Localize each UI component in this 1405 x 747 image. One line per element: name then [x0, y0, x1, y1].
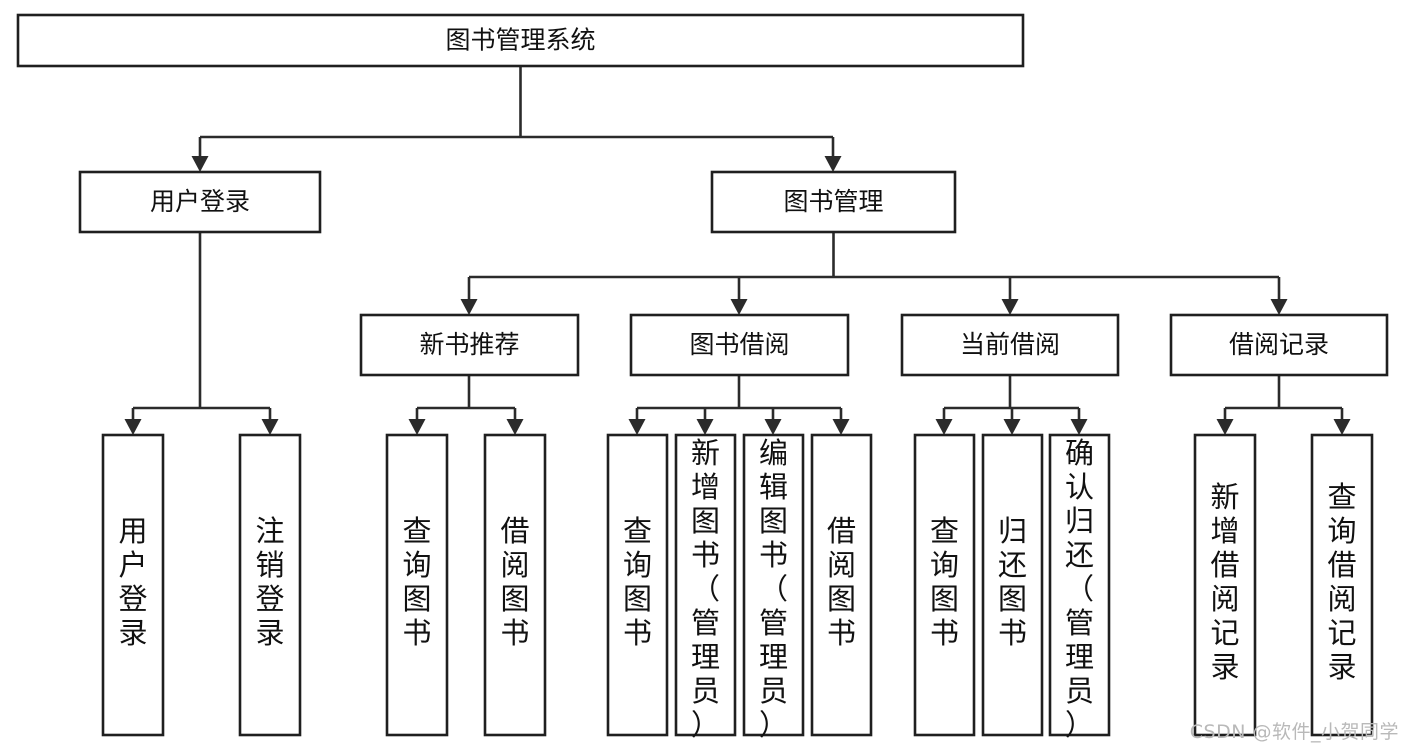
- node-leaf-11[interactable]: 确认归还（管理员）: [1048, 433, 1111, 742]
- node-level3-2[interactable]: 图书借阅: [629, 313, 850, 377]
- node-label-vertical: 借阅图书: [827, 514, 856, 650]
- node-label-vertical: 用户登录: [118, 514, 147, 650]
- node-rect: [16, 13, 1025, 68]
- node-label-vertical: 查询图书: [402, 514, 431, 650]
- node-label: 新书推荐: [419, 330, 519, 359]
- node-level2-2[interactable]: 图书管理: [710, 170, 957, 234]
- node-rect: [1048, 433, 1111, 737]
- node-label: 借阅记录: [1229, 330, 1329, 359]
- arrow-head-icon: [124, 419, 142, 435]
- node-rect: [674, 433, 737, 737]
- arrow-head-icon: [1216, 419, 1234, 435]
- arrow-head-icon: [696, 419, 714, 435]
- node-rect: [385, 433, 449, 737]
- arrow-head-icon: [1333, 419, 1351, 435]
- node-root-system[interactable]: 图书管理系统: [16, 13, 1025, 68]
- node-leaf-8[interactable]: 借阅图书: [810, 433, 873, 737]
- node-leaf-5[interactable]: 查询图书: [606, 433, 669, 737]
- arrow-head-icon: [628, 419, 646, 435]
- node-rect: [981, 433, 1044, 737]
- node-rect: [629, 313, 850, 377]
- node-leaf-9[interactable]: 查询图书: [913, 433, 976, 737]
- node-label: 图书管理: [783, 187, 883, 216]
- node-rect: [483, 433, 547, 737]
- node-rect: [238, 433, 302, 737]
- node-label: 图书借阅: [689, 330, 789, 359]
- node-level3-4[interactable]: 借阅记录: [1169, 313, 1389, 377]
- arrow-head-icon: [1270, 299, 1288, 315]
- boxes-layer: 图书管理系统用户登录图书管理新书推荐图书借阅当前借阅借阅记录用户登录注销登录查询…: [16, 13, 1389, 742]
- arrow-head-icon: [506, 419, 524, 435]
- arrow-head-icon: [1003, 419, 1021, 435]
- node-label: 图书管理系统: [445, 26, 595, 55]
- node-label-vertical: 注销登录: [255, 514, 284, 650]
- node-label-vertical: 查询图书: [623, 514, 652, 650]
- arrow-head-icon: [935, 419, 953, 435]
- node-leaf-4[interactable]: 借阅图书: [483, 433, 547, 737]
- node-leaf-3[interactable]: 查询图书: [385, 433, 449, 737]
- arrow-head-icon: [460, 299, 478, 315]
- arrow-head-icon: [764, 419, 782, 435]
- node-label-vertical: 确认归还（管理员）: [1065, 436, 1094, 742]
- node-label-vertical: 借阅图书: [500, 514, 529, 650]
- watermark-text: CSDN @软件_小贺同学: [1189, 721, 1399, 743]
- node-leaf-13[interactable]: 查询借阅记录: [1310, 433, 1374, 737]
- node-rect: [710, 170, 957, 234]
- node-rect: [359, 313, 580, 377]
- arrow-head-icon: [1001, 299, 1019, 315]
- node-leaf-2[interactable]: 注销登录: [238, 433, 302, 737]
- node-label-vertical: 查询借阅记录: [1327, 480, 1356, 684]
- node-rect: [742, 433, 805, 737]
- node-rect: [78, 170, 322, 234]
- node-label-vertical: 新增借阅记录: [1210, 480, 1239, 684]
- node-level3-1[interactable]: 新书推荐: [359, 313, 580, 377]
- arrow-head-icon: [191, 156, 209, 172]
- node-label-vertical: 新增图书（管理员）: [691, 436, 720, 742]
- node-rect: [1169, 313, 1389, 377]
- arrow-head-icon: [261, 419, 279, 435]
- node-label-vertical: 归还图书: [998, 514, 1027, 650]
- node-rect: [606, 433, 669, 737]
- node-leaf-7[interactable]: 编辑图书（管理员）: [742, 433, 805, 742]
- node-rect: [810, 433, 873, 737]
- node-label: 当前借阅: [960, 330, 1060, 359]
- node-leaf-1[interactable]: 用户登录: [101, 433, 165, 737]
- arrow-head-icon: [832, 419, 850, 435]
- arrow-head-icon: [824, 156, 842, 172]
- arrow-head-icon: [730, 299, 748, 315]
- node-rect: [1193, 433, 1257, 737]
- node-leaf-6[interactable]: 新增图书（管理员）: [674, 433, 737, 742]
- node-rect: [101, 433, 165, 737]
- arrow-head-icon: [408, 419, 426, 435]
- node-rect: [1310, 433, 1374, 737]
- node-label-vertical: 查询图书: [930, 514, 959, 650]
- connectors-layer: [124, 66, 1351, 435]
- node-leaf-12[interactable]: 新增借阅记录: [1193, 433, 1257, 737]
- node-leaf-10[interactable]: 归还图书: [981, 433, 1044, 737]
- node-level2-1[interactable]: 用户登录: [78, 170, 322, 234]
- node-rect: [900, 313, 1120, 377]
- node-label: 用户登录: [150, 187, 250, 216]
- node-label-vertical: 编辑图书（管理员）: [759, 436, 788, 742]
- node-rect: [913, 433, 976, 737]
- node-level3-3[interactable]: 当前借阅: [900, 313, 1120, 377]
- arrow-head-icon: [1070, 419, 1088, 435]
